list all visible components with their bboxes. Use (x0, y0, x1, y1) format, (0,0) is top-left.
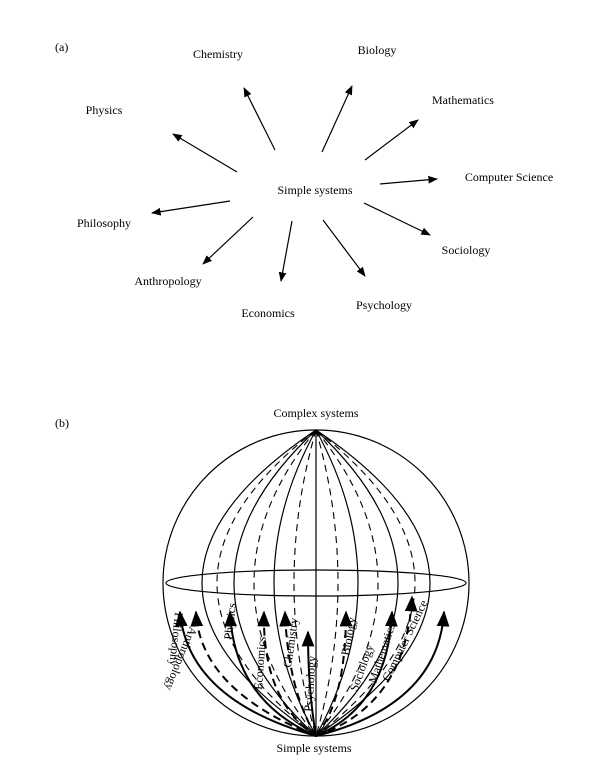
label-physics-b: Physics (221, 602, 239, 640)
label-chemistry: Chemistry (193, 47, 243, 61)
label-economics-b: Economics (251, 636, 269, 690)
meridian-solid (201, 429, 317, 737)
panel-b: (b) Complex systems Simple systems (55, 406, 470, 755)
label-mathematics: Mathematics (432, 93, 494, 107)
meridian-solid (315, 429, 359, 737)
meridian-solid (273, 429, 317, 737)
meridian-dashed (293, 429, 317, 737)
label-biology-b: Biology (338, 616, 359, 657)
top-label-complex-systems: Complex systems (273, 406, 358, 420)
label-sociology: Sociology (442, 243, 491, 257)
arrow-sociology (363, 202, 431, 236)
arrow-economics-b (257, 610, 317, 737)
meridian-dashed (216, 429, 317, 737)
label-chemistry-b: Chemistry (280, 617, 301, 668)
arrow-physics (172, 133, 238, 173)
label-anthropology: Anthropology (134, 274, 201, 288)
arrow-chemistry (243, 87, 276, 151)
label-psychology: Psychology (356, 298, 412, 312)
bottom-label-simple-systems: Simple systems (276, 741, 351, 755)
radial-arrows (151, 85, 438, 282)
arrow-anthropology (202, 216, 254, 265)
label-philosophy-b: Philosophy (166, 612, 186, 667)
arrow-computer-science-b (315, 595, 418, 737)
bold-dashed-arrows (190, 595, 418, 737)
meridian-solid (315, 429, 431, 737)
arrow-philosophy-b (174, 610, 317, 737)
meridian-dashed (315, 429, 416, 737)
arrow-mathematics-b (315, 610, 398, 737)
meridian-solid (233, 429, 317, 737)
label-computer-science: Computer Science (465, 170, 553, 184)
arrow-biology (321, 85, 353, 153)
field-labels-a: Chemistry Biology Physics Mathematics Co… (77, 43, 553, 320)
arrow-far-right-b (315, 610, 450, 737)
arrow-economics (278, 220, 293, 282)
arrow-computer-science (379, 175, 438, 185)
center-label-simple-systems: Simple systems (277, 183, 352, 197)
panel-b-label: (b) (55, 416, 69, 430)
arrow-psychology (322, 219, 366, 277)
arrow-psychology-b (301, 630, 317, 737)
label-physics: Physics (86, 103, 123, 117)
meridian-solid (315, 429, 399, 737)
dashed-meridians (216, 429, 416, 737)
bold-solid-arrows (174, 610, 450, 737)
label-biology: Biology (358, 43, 397, 57)
solid-meridians (201, 429, 431, 737)
arrow-mathematics (364, 119, 419, 161)
arrow-anthropology-b (190, 610, 317, 737)
arrow-physics-b (224, 610, 317, 737)
meridian-dashed (315, 429, 379, 737)
meridian-dashed (253, 429, 317, 737)
label-philosophy: Philosophy (77, 216, 131, 230)
label-economics: Economics (241, 306, 295, 320)
panel-a-label: (a) (55, 40, 68, 54)
meridian-dashed (315, 429, 339, 737)
panel-a: (a) Simple systems Chemistry Biology Phy… (55, 40, 553, 320)
arrow-chemistry-b (279, 610, 317, 737)
arrow-biology-b (315, 610, 353, 737)
arrow-philosophy (151, 200, 231, 216)
label-psychology-b: Psychology (301, 655, 319, 712)
